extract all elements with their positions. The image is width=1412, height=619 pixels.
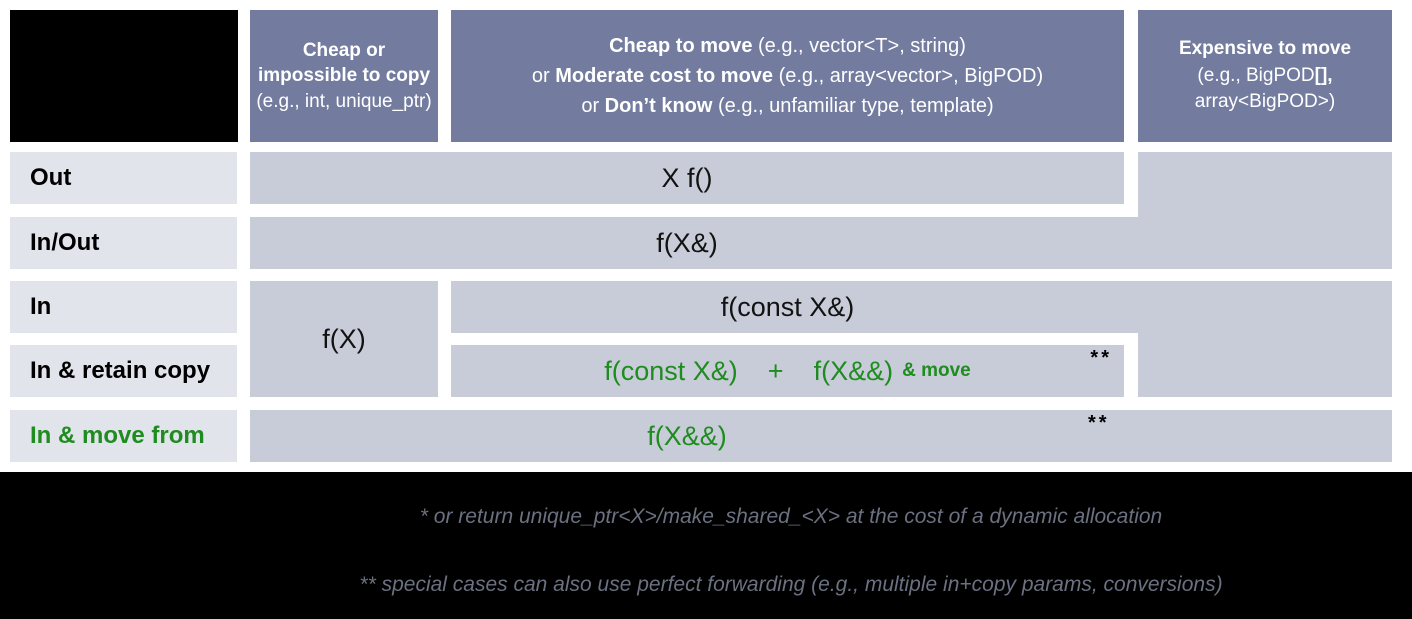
cell-retain-expensive-merged <box>1138 333 1392 397</box>
cell-out-return-by-value: X f() <box>250 152 1124 204</box>
header-regular-text: or <box>531 65 556 87</box>
column-header-cheap-to-move: Cheap to move (e.g., vector<T>, string) … <box>451 10 1124 142</box>
code-text: f(X&) <box>656 227 718 258</box>
row-label-text: In & move from <box>30 422 205 449</box>
header-bold-text: Cheap or impossible to copy <box>257 40 431 87</box>
corner-black-box <box>10 10 238 142</box>
header-regular-text: (e.g., BigPOD <box>1197 64 1315 86</box>
column-header-expensive-to-move: Expensive to move (e.g., BigPOD[], array… <box>1138 10 1392 142</box>
row-label-out: Out <box>10 152 237 204</box>
code-text: f(const X&) <box>720 291 855 322</box>
header-regular-text: (e.g., int, unique_ptr) <box>256 90 432 112</box>
header-line-2: or Moderate cost to move (e.g., array<ve… <box>532 61 1043 91</box>
row-label-in-retain-copy: In & retain copy <box>10 345 237 397</box>
footer-black-panel: * or return unique_ptr<X>/make_shared_<X… <box>0 472 1412 619</box>
header-line-2: (e.g., BigPOD[], <box>1197 63 1332 90</box>
header-regular-text: (e.g., unfamiliar type, template) <box>712 95 994 117</box>
header-bold-text: Moderate cost to move <box>555 65 774 87</box>
row-label-text: In/Out <box>30 229 100 256</box>
header-regular-text: or <box>581 95 605 117</box>
code-text: X f() <box>661 162 713 193</box>
row-label-text: In <box>30 293 52 320</box>
row-label-in-move-from: In & move from <box>10 410 237 462</box>
column-header-text: Cheap or impossible to copy (e.g., int, … <box>255 38 433 113</box>
and-move-annotation: & move <box>902 360 971 381</box>
row-label-in-out: In/Out <box>10 217 237 269</box>
code-text: f(X&&) <box>813 355 894 386</box>
header-bold-text: Don’t know <box>604 95 713 117</box>
cell-in-by-value: f(X) <box>250 281 438 397</box>
code-text: f(X) <box>322 323 366 354</box>
cell-out-expensive-merged <box>1138 152 1392 217</box>
cell-in-const-reference: f(const X&) <box>451 281 1392 333</box>
row-label-text: Out <box>30 164 72 191</box>
header-bold-text: [], <box>1314 64 1333 86</box>
row-label-in: In <box>10 281 237 333</box>
cell-in-retain-copy-overloads: f(const X&) + f(X&&) & move ** <box>451 345 1124 397</box>
header-bold-text: Cheap to move <box>609 35 753 57</box>
double-asterisk-footnote-marker: ** <box>1088 412 1110 434</box>
header-line-3: or Don’t know (e.g., unfamiliar type, te… <box>581 91 993 121</box>
footnote-double-asterisk: ** special cases can also use perfect fo… <box>359 573 1223 596</box>
cell-in-move-from-rvalue-reference: f(X&&) ** <box>250 410 1392 462</box>
code-text: f(const X&) <box>604 355 738 386</box>
cell-inout-reference: f(X&) <box>250 217 1392 269</box>
code-text: f(X&&) <box>647 420 727 451</box>
header-bold-text: Expensive to move <box>1178 37 1352 59</box>
plus-sign: + <box>767 355 784 386</box>
row-label-text: In & retain copy <box>30 357 211 384</box>
header-regular-text: (e.g., vector<T>, string) <box>752 35 966 57</box>
column-header-cheap-or-impossible-to-copy: Cheap or impossible to copy (e.g., int, … <box>250 10 438 142</box>
header-line-1: Cheap to move (e.g., vector<T>, string) <box>609 31 966 61</box>
header-regular-text: array<BigPOD>) <box>1194 91 1336 113</box>
footnote-single-asterisk: * or return unique_ptr<X>/make_shared_<X… <box>419 505 1163 528</box>
header-regular-text: (e.g., array<vector>, BigPOD) <box>773 65 1044 87</box>
double-asterisk-footnote-marker: ** <box>1090 347 1112 369</box>
